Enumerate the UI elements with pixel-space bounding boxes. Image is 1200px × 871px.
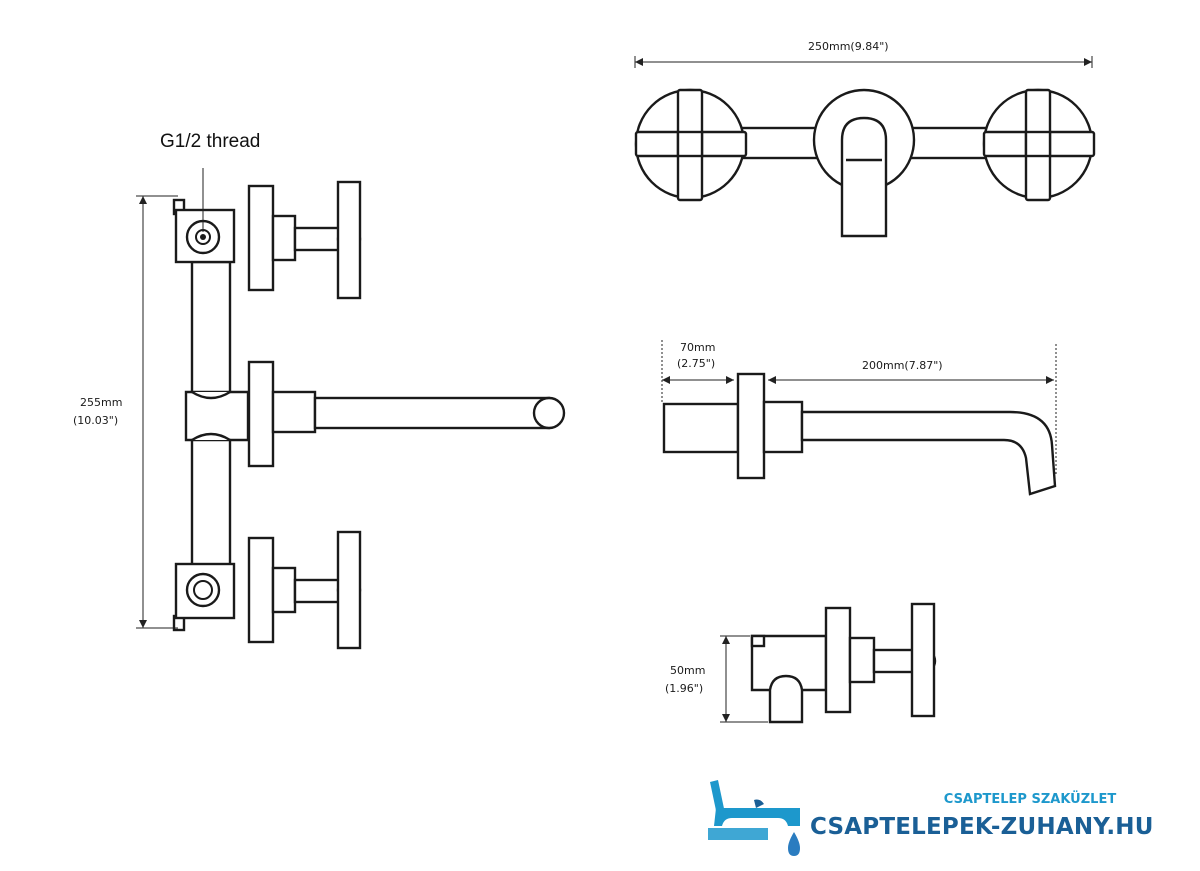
height-in-label: (10.03") bbox=[73, 414, 118, 427]
brand-subtitle: CSAPTELEP SZAKÜZLET bbox=[943, 792, 1117, 807]
brand-watermark: CSAPTELEP SZAKÜZLET CSAPTELEPEK-ZUHANY.H… bbox=[700, 778, 1190, 858]
spout-length-label: 200mm(7.87") bbox=[862, 359, 943, 372]
spout-dimensions bbox=[661, 340, 1057, 476]
depth-mm-label: 70mm bbox=[680, 341, 715, 354]
thread-label: G1/2 thread bbox=[160, 131, 260, 152]
side-mm-label: 50mm bbox=[670, 664, 705, 677]
width-label: 250mm(9.84") bbox=[808, 40, 889, 53]
height-mm-label: 255mm bbox=[80, 396, 122, 409]
front-view bbox=[172, 168, 566, 650]
faucet-logo-icon bbox=[708, 780, 800, 856]
spout-side-view bbox=[662, 372, 1057, 496]
side-in-label: (1.96") bbox=[665, 682, 703, 695]
top-view bbox=[634, 88, 1096, 238]
width-dimension bbox=[634, 56, 1093, 68]
depth-in-label: (2.75") bbox=[677, 357, 715, 370]
height-dimension bbox=[136, 195, 178, 629]
side-height-dimension bbox=[720, 635, 768, 723]
brand-site-name: CSAPTELEPEK-ZUHANY.HU bbox=[810, 814, 1154, 840]
valve-side-view bbox=[750, 602, 937, 724]
